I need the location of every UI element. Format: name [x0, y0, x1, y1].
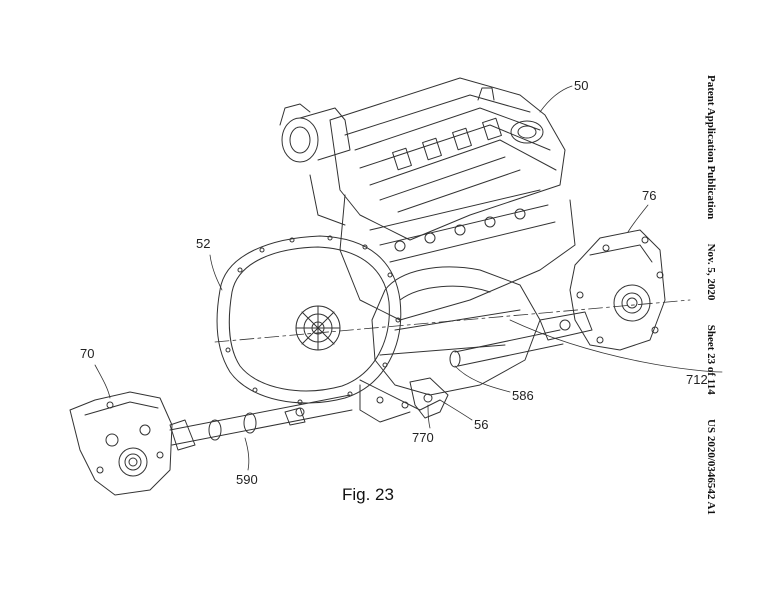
ref-70: 70 [80, 346, 94, 361]
throttle-body [280, 104, 350, 162]
figure-caption: Fig. 23 [342, 485, 394, 504]
ref-590: 590 [236, 472, 258, 487]
publication-number: US 2020/0346542 A1 [705, 419, 717, 515]
publication-date: Nov. 5, 2020 [705, 244, 717, 301]
ref-56: 56 [474, 417, 488, 432]
engine-cylinder-head [330, 78, 565, 240]
ref-50: 50 [574, 78, 588, 93]
publication-header: Patent Application Publication Nov. 5, 2… [700, 75, 722, 515]
mount-bracket [410, 378, 448, 418]
publication-type: Patent Application Publication [705, 75, 717, 219]
front-driveshaft [170, 395, 352, 450]
rear-driveshaft [450, 312, 592, 367]
ref-770: 770 [412, 430, 434, 445]
cvt-housing [217, 236, 401, 404]
ref-52: 52 [196, 236, 210, 251]
ref-586: 586 [512, 388, 534, 403]
sheet-number: Sheet 23 of 114 [705, 325, 717, 395]
ref-76: 76 [642, 188, 656, 203]
front-differential [70, 392, 172, 495]
